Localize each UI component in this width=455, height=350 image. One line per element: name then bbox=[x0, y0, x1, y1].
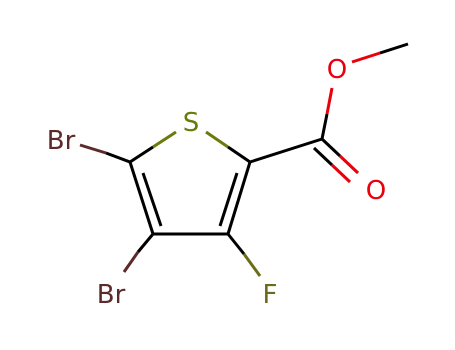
atom-bromine-c5: Br bbox=[47, 126, 76, 156]
bond-c5-br bbox=[79, 143, 107, 155]
atom-bromine-c4: Br bbox=[97, 280, 126, 310]
bond-carbonyl-o-ester-carbon-half bbox=[320, 113, 329, 140]
atom-sulfur: S bbox=[183, 108, 200, 138]
bond-c5-c4-inner bbox=[141, 172, 163, 227]
bond-c2-carbonyl bbox=[249, 137, 323, 164]
bond-c3-f-carbon-half bbox=[226, 233, 246, 255]
bond-s-c2 bbox=[205, 130, 229, 149]
bond-c5-c4 bbox=[128, 161, 155, 235]
bond-c5-br-carbon-half bbox=[105, 151, 131, 164]
bond-carbonyl-o-ester bbox=[325, 87, 334, 115]
bond-c4-br-carbon-half bbox=[136, 233, 155, 253]
bond-c3-c2-inner bbox=[218, 172, 239, 227]
bond-carbonyl-o-double-a-carbon bbox=[320, 137, 342, 158]
atom-oxygen-carbonyl: O bbox=[366, 176, 386, 206]
bond-o-methyl bbox=[351, 51, 381, 64]
bond-c4-br bbox=[122, 251, 140, 273]
bond-c3-c2 bbox=[226, 161, 252, 235]
bond-c3-f bbox=[242, 253, 262, 277]
atom-oxygen-ester: O bbox=[327, 55, 347, 85]
bond-carbonyl-o-double-a bbox=[338, 154, 360, 175]
bond-carbonyl-o-double-b-carbon bbox=[312, 146, 334, 167]
bond-s-c5 bbox=[152, 130, 177, 149]
bond-s-c2-carbon-half bbox=[227, 145, 251, 164]
bond-carbonyl-o-double-b bbox=[330, 163, 352, 184]
atom-fluorine: F bbox=[263, 280, 278, 310]
bond-s-c5-carbon-half bbox=[129, 145, 154, 164]
bond-o-methyl-carbon-half bbox=[379, 42, 409, 55]
